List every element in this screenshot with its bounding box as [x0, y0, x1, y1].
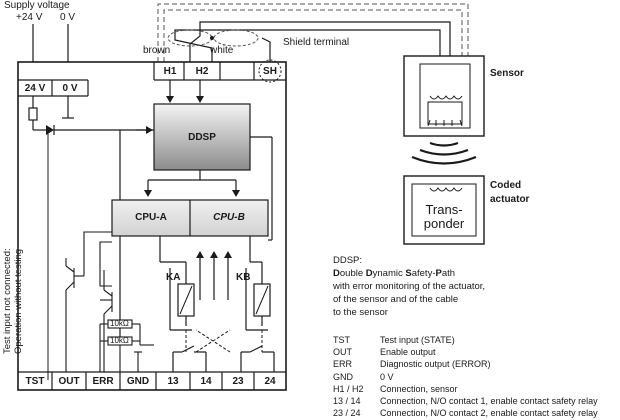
transponder-label-1: Trans- — [425, 202, 463, 217]
legend-key: ERR — [333, 359, 353, 370]
terminal-gnd: GND — [126, 376, 150, 387]
ddsp-desc-part: D — [333, 268, 340, 279]
legend-key: 23 / 24 — [333, 408, 361, 419]
ddsp-desc-part: afety- — [411, 268, 436, 279]
resistor-label-1: 10kΩ — [110, 319, 129, 328]
shield-node — [210, 36, 214, 40]
ddsp-block — [153, 103, 251, 171]
terminal-h2: H2 — [195, 66, 209, 77]
ddsp-desc-line1: Double Dynamic Safety-Path — [333, 267, 485, 280]
ddsp-desc-part: ouble — [339, 268, 366, 279]
ddsp-connections — [136, 80, 273, 241]
sensor-cable — [157, 3, 469, 62]
ddsp-desc-line4: to the sensor — [333, 307, 388, 318]
legend-value: 0 V — [380, 371, 394, 382]
ddsp-desc-part: ath — [441, 268, 456, 279]
legend-value: Connection, sensor — [380, 383, 458, 394]
legend-value: Enable output — [380, 347, 436, 358]
legend-key: H1 / H2 — [333, 383, 364, 394]
legend-key: GND — [333, 371, 353, 382]
ddsp-desc-heading: DDSP: — [333, 255, 363, 266]
legend-value: Connection, N/O contact 2, enable contac… — [380, 408, 598, 419]
supply-zero-label: 0 V — [60, 12, 76, 23]
sensor-wires — [174, 21, 451, 62]
test-note: Test input not connected: Operation with… — [2, 248, 24, 354]
actuator-label-1: Coded — [490, 180, 522, 191]
sh-terminal-ring — [258, 59, 282, 83]
relay-ka-label: KA — [166, 272, 181, 283]
wire-brown-label: brown — [143, 45, 171, 56]
sensor-label: Sensor — [490, 68, 524, 79]
test-note-line1: Test input not connected: — [2, 248, 13, 354]
ddsp-desc-line3: of the sensor and of the cable — [333, 294, 459, 305]
actuator-label-2: actuator — [490, 194, 530, 205]
transponder-label-2: ponder — [423, 216, 465, 231]
relay-contact-links — [185, 329, 263, 353]
supply-voltage-title: Supply voltage — [4, 0, 70, 11]
terminal-tst: TST — [25, 376, 45, 387]
ddsp-description: DDSP: Double Dynamic Safety-Path with er… — [333, 254, 485, 319]
legend-row: H1 / H2 Connection, sensor — [333, 383, 598, 395]
terminal-13: 13 — [167, 376, 179, 387]
ddsp-desc-part: ynamic — [372, 268, 406, 279]
shield-oval-right — [213, 29, 259, 47]
terminal-err: ERR — [92, 376, 114, 387]
io-circuit — [65, 231, 154, 372]
legend-key: OUT — [333, 347, 352, 358]
relay-contacts — [172, 345, 275, 372]
legend-row: TST Test input (STATE) — [333, 334, 598, 346]
ddsp-desc-part: S — [405, 268, 412, 279]
terminal-0v: 0 V — [62, 83, 78, 94]
legend-row: 23 / 24 Connection, N/O contact 2, enable… — [333, 407, 598, 419]
shield-terminal-label: Shield terminal — [283, 37, 350, 48]
legend-key: 13 / 14 — [333, 396, 361, 407]
terminal-out: OUT — [58, 376, 80, 387]
terminal-24: 24 — [264, 376, 276, 387]
ddsp-desc-part: D — [365, 268, 373, 279]
terminal-24v: 24 V — [24, 83, 46, 94]
supply-terminals — [18, 79, 89, 97]
legend-value: Connection, N/O contact 1, enable contac… — [380, 396, 598, 407]
terminal-sh: SH — [263, 66, 277, 77]
legend-value: Diagnostic output (ERROR) — [380, 359, 491, 370]
ddsp-desc-line2: with error monitoring of the actuator, — [333, 281, 486, 292]
io-terminals — [18, 371, 156, 390]
wire-white-label: white — [210, 45, 234, 56]
actuator-graphic — [403, 175, 485, 245]
legend-row: GND 0 V — [333, 371, 598, 383]
legend-row: ERR Diagnostic output (ERROR) — [333, 358, 598, 370]
sensor-graphic — [403, 55, 485, 137]
terminal-h1: H1 — [163, 66, 177, 77]
legend-row: 13 / 14 Connection, N/O contact 1, enable… — [333, 395, 598, 407]
legend-row: OUT Enable output — [333, 346, 598, 358]
cpu-b-label: CPU-B — [213, 212, 245, 223]
legend-value: Test input (STATE) — [380, 335, 455, 345]
signal-waves-icon — [411, 141, 477, 165]
resistor-label-2: 10kΩ — [110, 336, 129, 345]
terminal-14: 14 — [200, 376, 212, 387]
cpu-relay-links — [159, 236, 263, 300]
legend-key: TST — [333, 335, 350, 345]
terminal-23: 23 — [232, 376, 244, 387]
ddsp-label: DDSP — [188, 132, 216, 143]
output-terminals — [155, 371, 286, 390]
cpu-a-label: CPU-A — [135, 212, 167, 223]
test-note-line2: Operation without testing — [13, 248, 24, 354]
top-terminal-strip — [153, 62, 286, 81]
supply-plus-label: +24 V — [16, 12, 43, 23]
ddsp-desc-part: P — [435, 268, 442, 279]
relay-kb-label: KB — [236, 272, 251, 283]
